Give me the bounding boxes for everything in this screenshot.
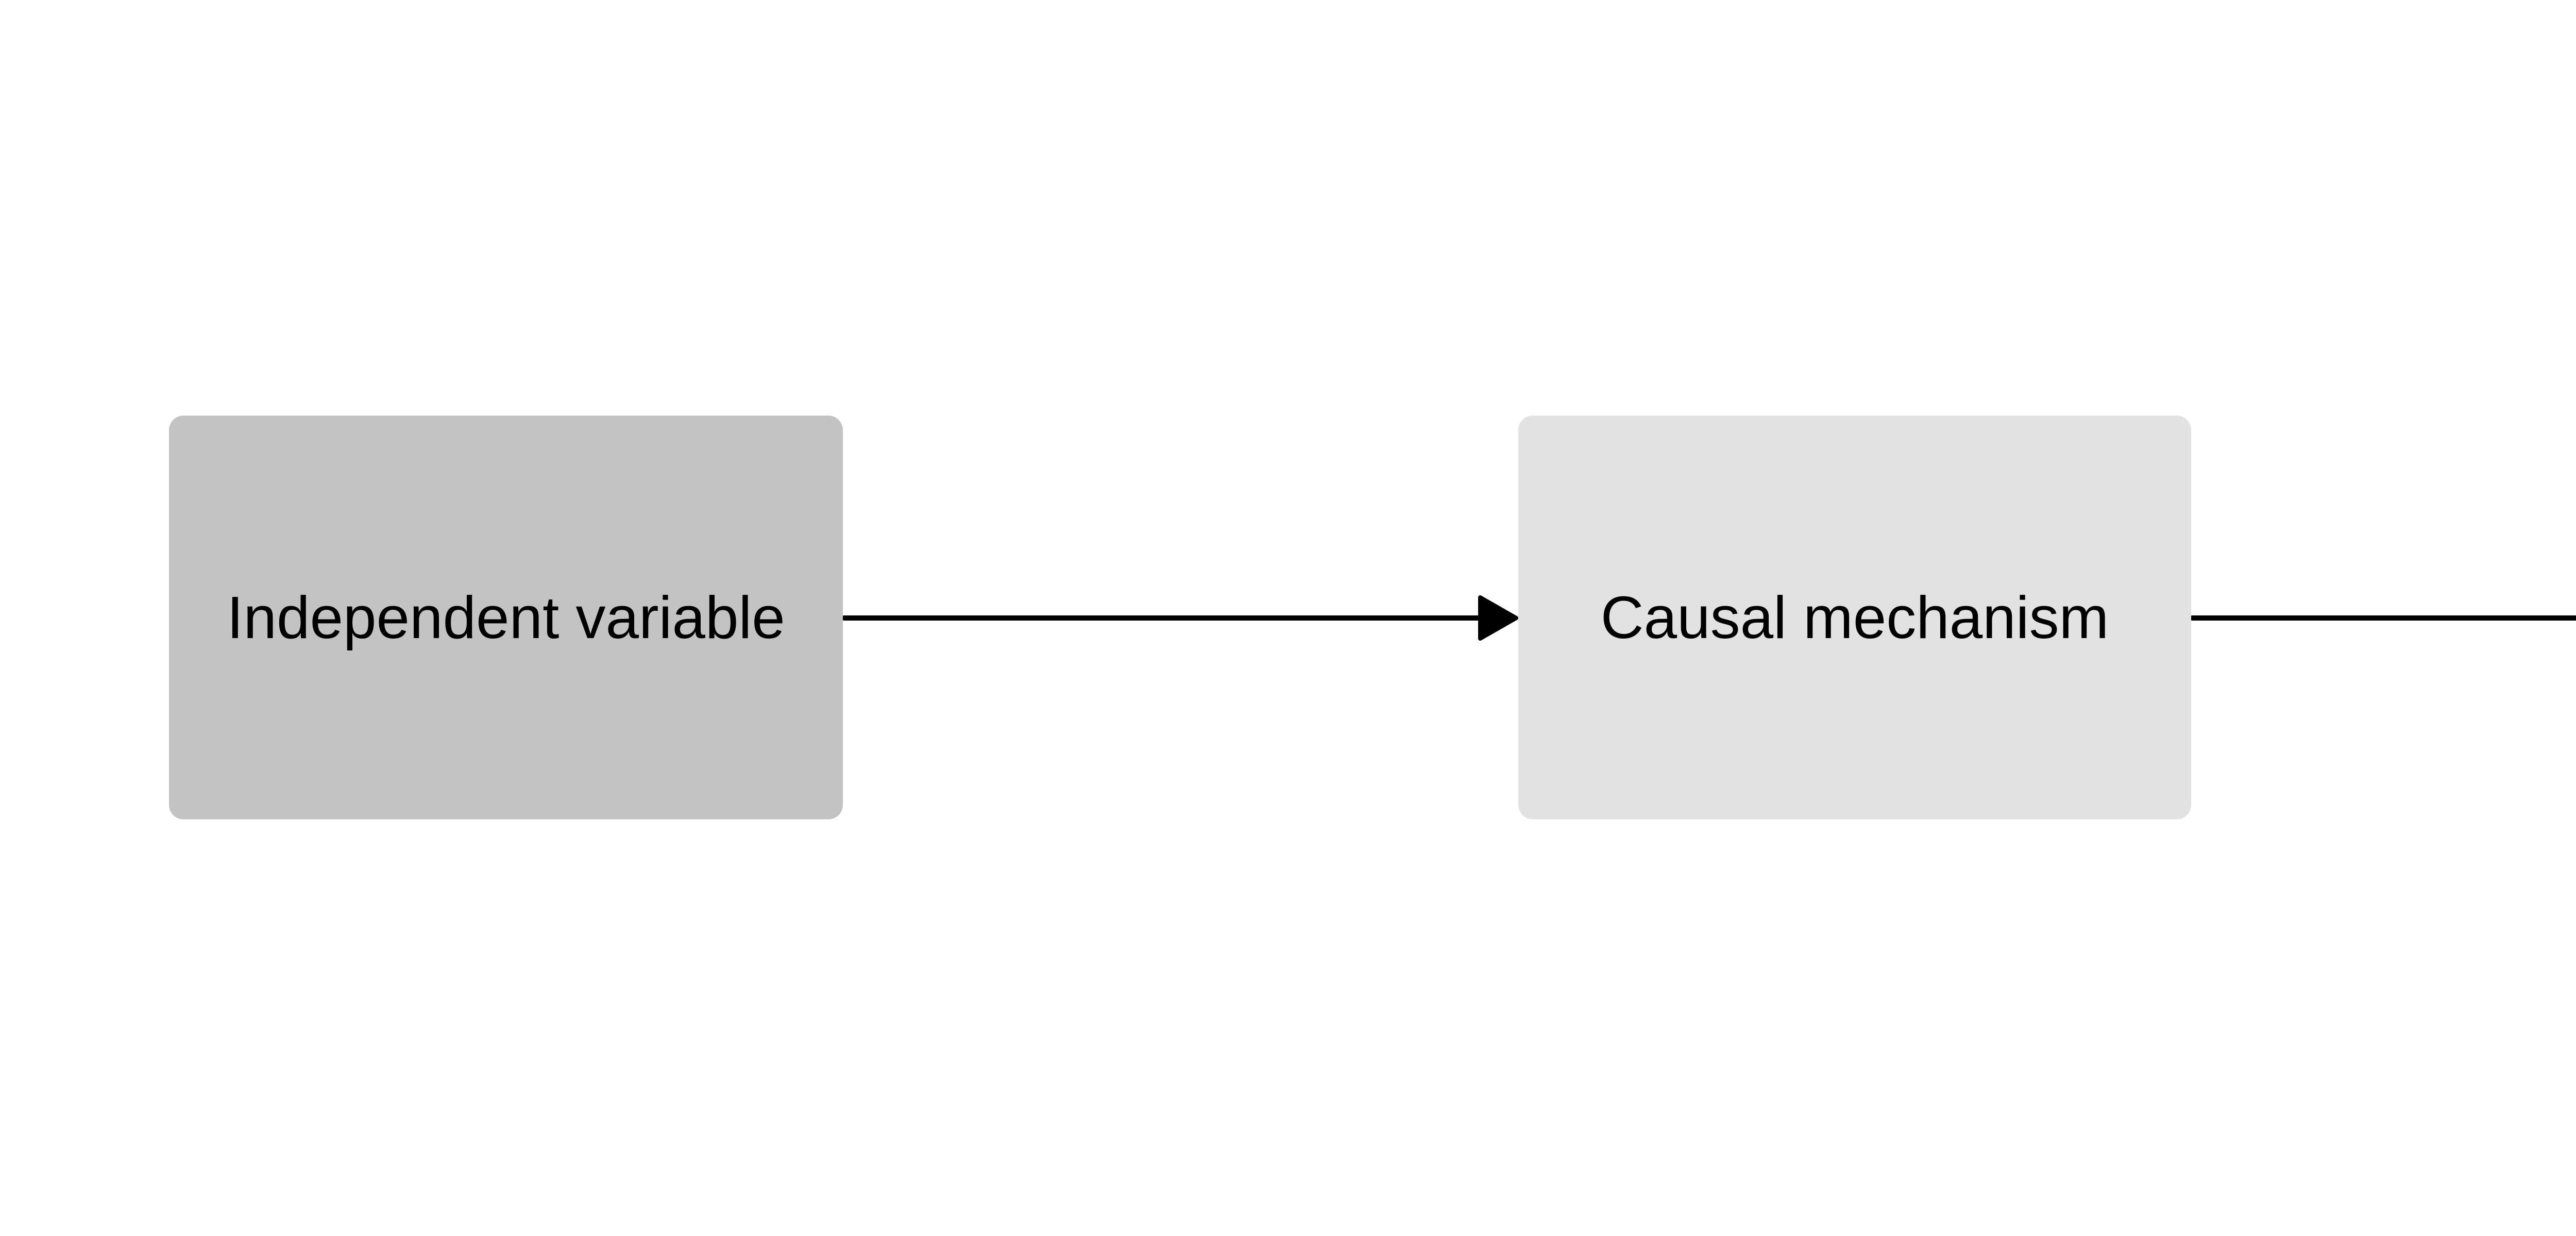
edge-mechanism-to-dependent (2190, 615, 2576, 621)
node-label-causal-mechanism: Causal mechanism (1600, 584, 2109, 651)
node-causal-mechanism: Causal mechanism (1518, 416, 2191, 819)
node-independent-variable: Independent variable (169, 416, 843, 819)
arrowhead-icon (1478, 595, 1518, 641)
node-label-independent-variable: Independent variable (227, 584, 785, 651)
edge-independent-to-mechanism (841, 595, 1518, 641)
